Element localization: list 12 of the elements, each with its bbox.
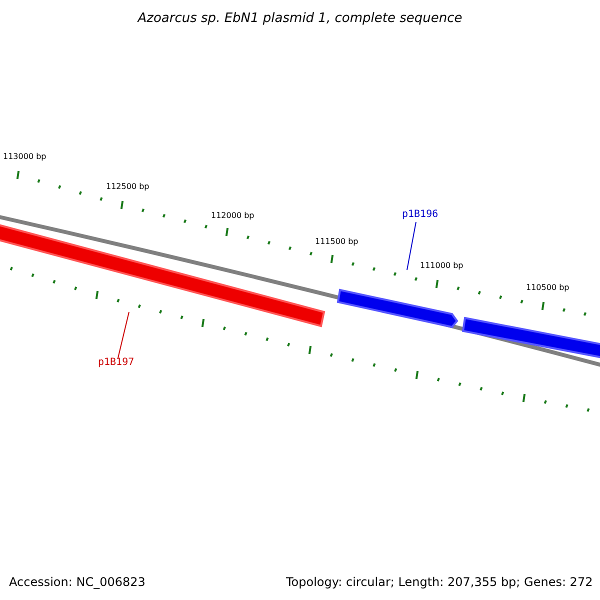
position-label: 113000 bp <box>3 152 46 161</box>
info-text: Topology: circular; Length: 207,355 bp; Genes: 272 <box>286 575 593 589</box>
leader-line <box>406 222 416 270</box>
position-label: 111500 bp <box>315 237 358 246</box>
gene-feature <box>336 288 458 328</box>
gene-feature <box>462 316 600 360</box>
info-text: Accession: NC_006823 <box>9 575 146 589</box>
gene-label: p1B197 <box>98 357 134 368</box>
leader-line <box>118 312 130 358</box>
gene-label: p1B196 <box>402 209 438 220</box>
position-label: 112500 bp <box>106 182 150 191</box>
map-title: Azoarcus sp. EbN1 plasmid 1, complete sequence <box>136 11 464 26</box>
